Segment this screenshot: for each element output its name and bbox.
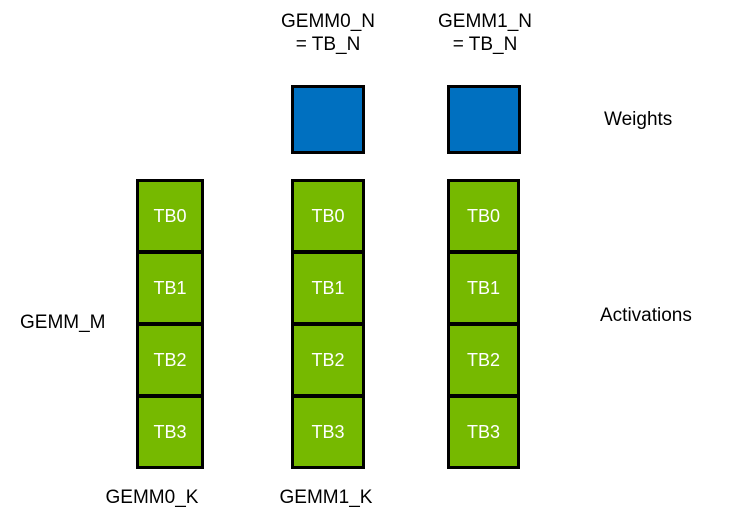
tb-block: TB0: [450, 182, 517, 250]
weights-label: Weights: [604, 109, 673, 130]
tb-block: TB3: [450, 394, 517, 466]
weight-block-gemm0: [291, 85, 365, 154]
activations-label: Activations: [600, 305, 692, 326]
gemm1-n-label: GEMM1_N = TB_N: [438, 11, 532, 55]
tb-block: TB3: [294, 394, 362, 466]
activation-column-gemm1: TB0 TB1 TB2 TB3: [447, 179, 520, 469]
gemm0-k-label: GEMM0_K: [105, 487, 199, 508]
activation-column-left: TB0 TB1 TB2 TB3: [136, 179, 204, 469]
gemm-m-label: GEMM_M: [20, 312, 106, 333]
tb-block: TB2: [139, 322, 201, 394]
tb-block: TB0: [139, 182, 201, 250]
gemm0-n-label: GEMM0_N = TB_N: [281, 11, 375, 55]
tb-block: TB0: [294, 182, 362, 250]
tb-block: TB2: [294, 322, 362, 394]
activation-column-gemm0: TB0 TB1 TB2 TB3: [291, 179, 365, 469]
tb-block: TB1: [294, 250, 362, 322]
tb-block: TB3: [139, 394, 201, 466]
weight-block-gemm1: [447, 85, 521, 154]
tb-block: TB1: [139, 250, 201, 322]
tb-block: TB1: [450, 250, 517, 322]
gemm1-k-label: GEMM1_K: [279, 487, 373, 508]
tb-block: TB2: [450, 322, 517, 394]
